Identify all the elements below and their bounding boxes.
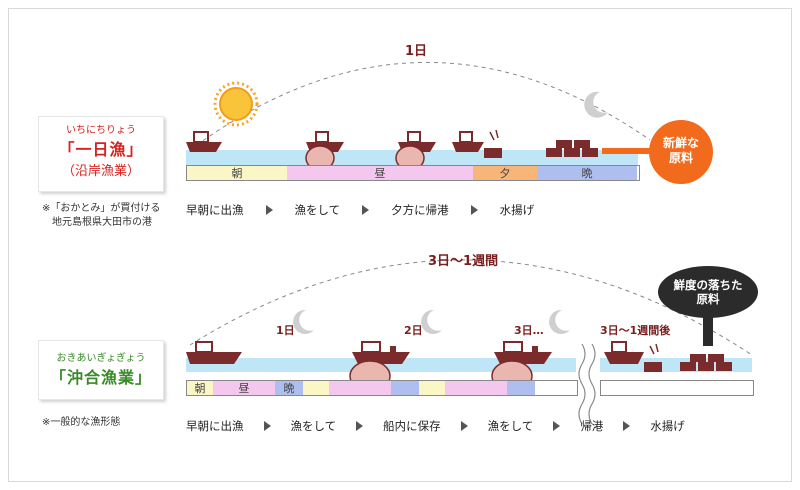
- arrow-right-icon: [553, 421, 561, 431]
- step: 早朝に出漁: [186, 419, 244, 433]
- bar-night: 晩: [537, 166, 637, 180]
- boat-icon: [186, 341, 242, 364]
- note-2: ※一般的な漁形態: [42, 417, 121, 428]
- step: 漁をして: [290, 419, 337, 433]
- card-subtitle: （沿岸漁業）: [61, 164, 140, 179]
- step: 漁をして: [487, 419, 534, 433]
- bar-night: [391, 381, 419, 395]
- step: 水揚げ: [499, 203, 535, 217]
- coastal-fishing-card: いちにちりょう 「一日漁」 （沿岸漁業）: [38, 116, 164, 192]
- badge-line: 新鮮な: [662, 136, 699, 150]
- boat-icon: [604, 341, 644, 364]
- arrow-right-icon: [623, 421, 631, 431]
- boat-icon: [186, 131, 222, 152]
- boat-icon: [452, 131, 484, 152]
- step: 水揚げ: [650, 419, 685, 433]
- arrow-right-icon: [362, 205, 370, 215]
- step: 夕方に帰港: [391, 203, 449, 217]
- arc-multi-day: [189, 259, 753, 356]
- day-label: 2日: [404, 324, 423, 337]
- arrow-right-icon: [460, 421, 468, 431]
- time-bar-2: 朝 昼 晩: [186, 380, 578, 396]
- arrow-right-icon: [356, 421, 364, 431]
- bar-day: 昼: [287, 166, 473, 180]
- fresh-badge-text: 新鮮な 原料: [649, 136, 713, 166]
- fish-boxes-icon: [680, 354, 732, 371]
- time-bar-1: 朝 昼 夕 晩: [186, 165, 640, 181]
- bar-morning: [419, 381, 445, 395]
- steps-1: 早朝に出漁 漁をして 夕方に帰港 水揚げ: [186, 202, 534, 218]
- note-1: ※「おかとみ」が買付ける 地元島根県大田市の港: [42, 202, 160, 230]
- bar-morning: 朝: [187, 381, 213, 395]
- bar-night: [507, 381, 535, 395]
- bar-day: [329, 381, 391, 395]
- steps-2: 早朝に出漁 漁をして 船内に保存 漁をして 帰港 水揚げ: [186, 418, 685, 434]
- note-line: ※「おかとみ」が買付ける: [42, 203, 161, 214]
- bar-morning: [303, 381, 329, 395]
- bar-gap: [535, 381, 575, 395]
- duration-label-1: 1日: [405, 44, 428, 59]
- card-ruby: おきあいぎょぎょう: [56, 353, 146, 364]
- boat-icon: [494, 341, 552, 364]
- fish-box-icon: [484, 129, 502, 158]
- arrow-right-icon: [470, 205, 478, 215]
- arrow-right-icon: [265, 205, 273, 215]
- day-label: 3日～1週間後: [600, 324, 671, 337]
- step: 漁をして: [294, 203, 341, 217]
- badge-connector: [602, 148, 652, 154]
- fish-box-icon: [644, 343, 662, 372]
- bar-evening: 夕: [473, 166, 537, 180]
- badge-line: 原料: [668, 151, 693, 165]
- moon-icon: [584, 91, 608, 118]
- boat-icon: [352, 341, 410, 364]
- arc-one-day: [189, 62, 651, 151]
- bar-day: [445, 381, 507, 395]
- day-label: 1日: [276, 324, 295, 337]
- fresh-badge: [649, 120, 713, 184]
- time-break-icon: [588, 343, 596, 425]
- time-bar-2b: [600, 380, 754, 396]
- moon-icon: [421, 309, 442, 334]
- bar-day: 昼: [213, 381, 275, 395]
- duration-label-2: 3日～1週間: [428, 254, 499, 269]
- note-line: 地元島根県大田市の港: [52, 217, 152, 228]
- card-ruby: いちにちりょう: [66, 125, 136, 136]
- day-label: 3日…: [514, 324, 544, 337]
- step: 帰港: [580, 419, 604, 433]
- card-title: 「一日漁」: [58, 140, 144, 159]
- stale-badge-pointer: [703, 316, 713, 346]
- moon-icon: [293, 309, 314, 334]
- card-title: 「沖合漁業」: [49, 368, 152, 387]
- badge-line: 鮮度の落ちた: [673, 278, 743, 292]
- time-break-icon: [578, 343, 586, 425]
- badge-line: 原料: [696, 292, 720, 306]
- bar-morning: 朝: [187, 166, 287, 180]
- stale-badge: [658, 266, 758, 318]
- moon-icon: [549, 309, 570, 334]
- arrow-right-icon: [263, 421, 271, 431]
- sun-icon: [213, 81, 259, 127]
- bar-night: 晩: [275, 381, 303, 395]
- fish-boxes-icon: [546, 140, 598, 157]
- step: 船内に保存: [383, 419, 441, 433]
- stale-badge-text: 鮮度の落ちた 原料: [660, 278, 756, 306]
- offshore-fishing-card: おきあいぎょぎょう 「沖合漁業」: [38, 340, 164, 400]
- step: 早朝に出漁: [186, 203, 244, 217]
- diagram-frame: [8, 8, 792, 482]
